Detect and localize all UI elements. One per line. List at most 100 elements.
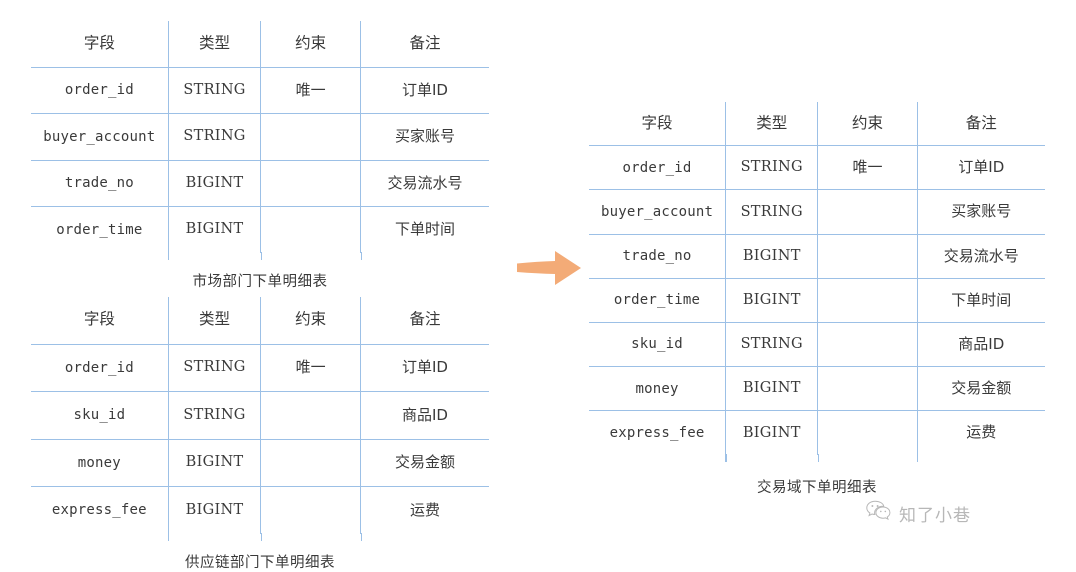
cell-remark: 商品ID (916, 321, 1045, 368)
table-caption-trade: 交易域下单明细表 (757, 479, 877, 496)
divider-tick (168, 532, 170, 541)
column-divider-ticks (30, 251, 490, 260)
cell-constraint (817, 321, 918, 368)
cell-type: STRING (167, 66, 262, 114)
divider-tick (360, 251, 362, 260)
table-row: order_id STRING 唯一 订单ID (589, 145, 1045, 191)
cell-type: STRING (167, 343, 262, 392)
cell-type: STRING (167, 113, 262, 161)
cell-field: order_id (589, 145, 727, 191)
cell-constraint: 唯一 (817, 145, 918, 191)
flow-arrow-right (515, 248, 583, 288)
watermark-text: 知了小巷 (899, 505, 971, 526)
cell-constraint (817, 410, 918, 455)
cell-field: sku_id (589, 321, 727, 368)
cell-field: buyer_account (31, 113, 169, 161)
cell-field: order_id (31, 66, 169, 114)
cell-constraint (260, 486, 361, 534)
table-row: money BIGINT 交易金额 (31, 438, 489, 487)
column-header-field: 字段 (31, 20, 169, 68)
table-row: order_time BIGINT 下单时间 (589, 277, 1045, 323)
schema-table-supply: 字段 类型 约束 备注 order_id STRING 唯一 订单ID sku_… (30, 296, 490, 535)
cell-field: order_time (31, 206, 169, 253)
table-block-market: 字段 类型 约束 备注 order_id STRING 唯一 订单ID buye… (30, 20, 490, 291)
cell-type: STRING (725, 189, 819, 235)
divider-tick (260, 532, 263, 541)
cell-type: STRING (725, 145, 819, 191)
cell-remark: 买家账号 (359, 113, 489, 161)
cell-field: sku_id (31, 391, 169, 440)
arrow-right-icon (517, 251, 581, 285)
table-header-row: 字段 类型 约束 备注 (589, 101, 1045, 147)
cell-constraint: 唯一 (260, 66, 361, 114)
cell-remark: 订单ID (916, 145, 1045, 191)
cell-remark: 下单时间 (359, 206, 489, 253)
table-row: money BIGINT 交易金额 (589, 366, 1045, 412)
cell-remark: 订单ID (359, 343, 489, 392)
cell-remark: 买家账号 (916, 189, 1045, 235)
table-block-trade: 字段 类型 约束 备注 order_id STRING 唯一 订单ID buye… (588, 101, 1046, 497)
cell-constraint (260, 159, 361, 207)
column-header-remark: 备注 (359, 296, 489, 345)
cell-constraint (260, 206, 361, 253)
divider-tick (168, 251, 170, 260)
cell-remark: 商品ID (359, 391, 489, 440)
table-body: 字段 类型 约束 备注 order_id STRING 唯一 订单ID buye… (31, 20, 489, 253)
column-divider-ticks (30, 532, 490, 541)
table-caption-market: 市场部门下单明细表 (192, 273, 328, 290)
schema-table-trade: 字段 类型 约束 备注 order_id STRING 唯一 订单ID buye… (588, 101, 1046, 456)
column-header-remark: 备注 (359, 20, 489, 68)
wechat-icon (866, 500, 892, 526)
table-row: trade_no BIGINT 交易流水号 (589, 233, 1045, 279)
cell-field: express_fee (31, 486, 169, 534)
table-row: sku_id STRING 商品ID (589, 321, 1045, 368)
cell-remark: 交易流水号 (916, 233, 1045, 279)
cell-type: BIGINT (167, 206, 262, 253)
cell-constraint (260, 438, 361, 487)
table-header-row: 字段 类型 约束 备注 (31, 20, 489, 68)
table-row: sku_id STRING 商品ID (31, 391, 489, 440)
column-header-constraint: 约束 (260, 296, 361, 345)
cell-constraint (817, 277, 918, 323)
table-block-supply: 字段 类型 约束 备注 order_id STRING 唯一 订单ID sku_… (30, 296, 490, 572)
table-row: buyer_account STRING 买家账号 (589, 189, 1045, 235)
cell-type: BIGINT (167, 486, 262, 534)
table-body: 字段 类型 约束 备注 order_id STRING 唯一 订单ID buye… (589, 101, 1045, 455)
cell-field: buyer_account (589, 189, 727, 235)
table-row: order_time BIGINT 下单时间 (31, 206, 489, 253)
cell-type: BIGINT (725, 233, 819, 279)
cell-remark: 运费 (359, 486, 489, 534)
table-row: order_id STRING 唯一 订单ID (31, 66, 489, 114)
column-header-constraint: 约束 (817, 101, 918, 147)
table-body: 字段 类型 约束 备注 order_id STRING 唯一 订单ID sku_… (31, 296, 489, 534)
table-row: express_fee BIGINT 运费 (589, 410, 1045, 455)
table-row: trade_no BIGINT 交易流水号 (31, 159, 489, 207)
column-header-constraint: 约束 (260, 20, 361, 68)
column-header-type: 类型 (167, 296, 262, 345)
cell-type: BIGINT (725, 277, 819, 323)
cell-field: order_time (589, 277, 727, 323)
cell-constraint (817, 189, 918, 235)
cell-type: BIGINT (167, 159, 262, 207)
cell-field: trade_no (589, 233, 727, 279)
cell-type: STRING (725, 321, 819, 368)
cell-remark: 订单ID (359, 66, 489, 114)
column-header-field: 字段 (589, 101, 727, 147)
watermark: 知了小巷 (866, 500, 971, 526)
column-divider-ticks (588, 453, 1046, 462)
cell-type: BIGINT (725, 366, 819, 412)
cell-field: order_id (31, 343, 169, 392)
table-row: order_id STRING 唯一 订单ID (31, 343, 489, 392)
divider-tick (725, 453, 727, 462)
cell-remark: 运费 (916, 410, 1045, 455)
cell-field: money (589, 366, 727, 412)
table-caption-supply: 供应链部门下单明细表 (185, 554, 335, 571)
table-row: buyer_account STRING 买家账号 (31, 113, 489, 161)
cell-field: trade_no (31, 159, 169, 207)
column-header-remark: 备注 (916, 101, 1045, 147)
cell-constraint (817, 366, 918, 412)
divider-tick (260, 251, 263, 260)
column-header-field: 字段 (31, 296, 169, 345)
cell-field: express_fee (589, 410, 727, 455)
table-header-row: 字段 类型 约束 备注 (31, 296, 489, 345)
